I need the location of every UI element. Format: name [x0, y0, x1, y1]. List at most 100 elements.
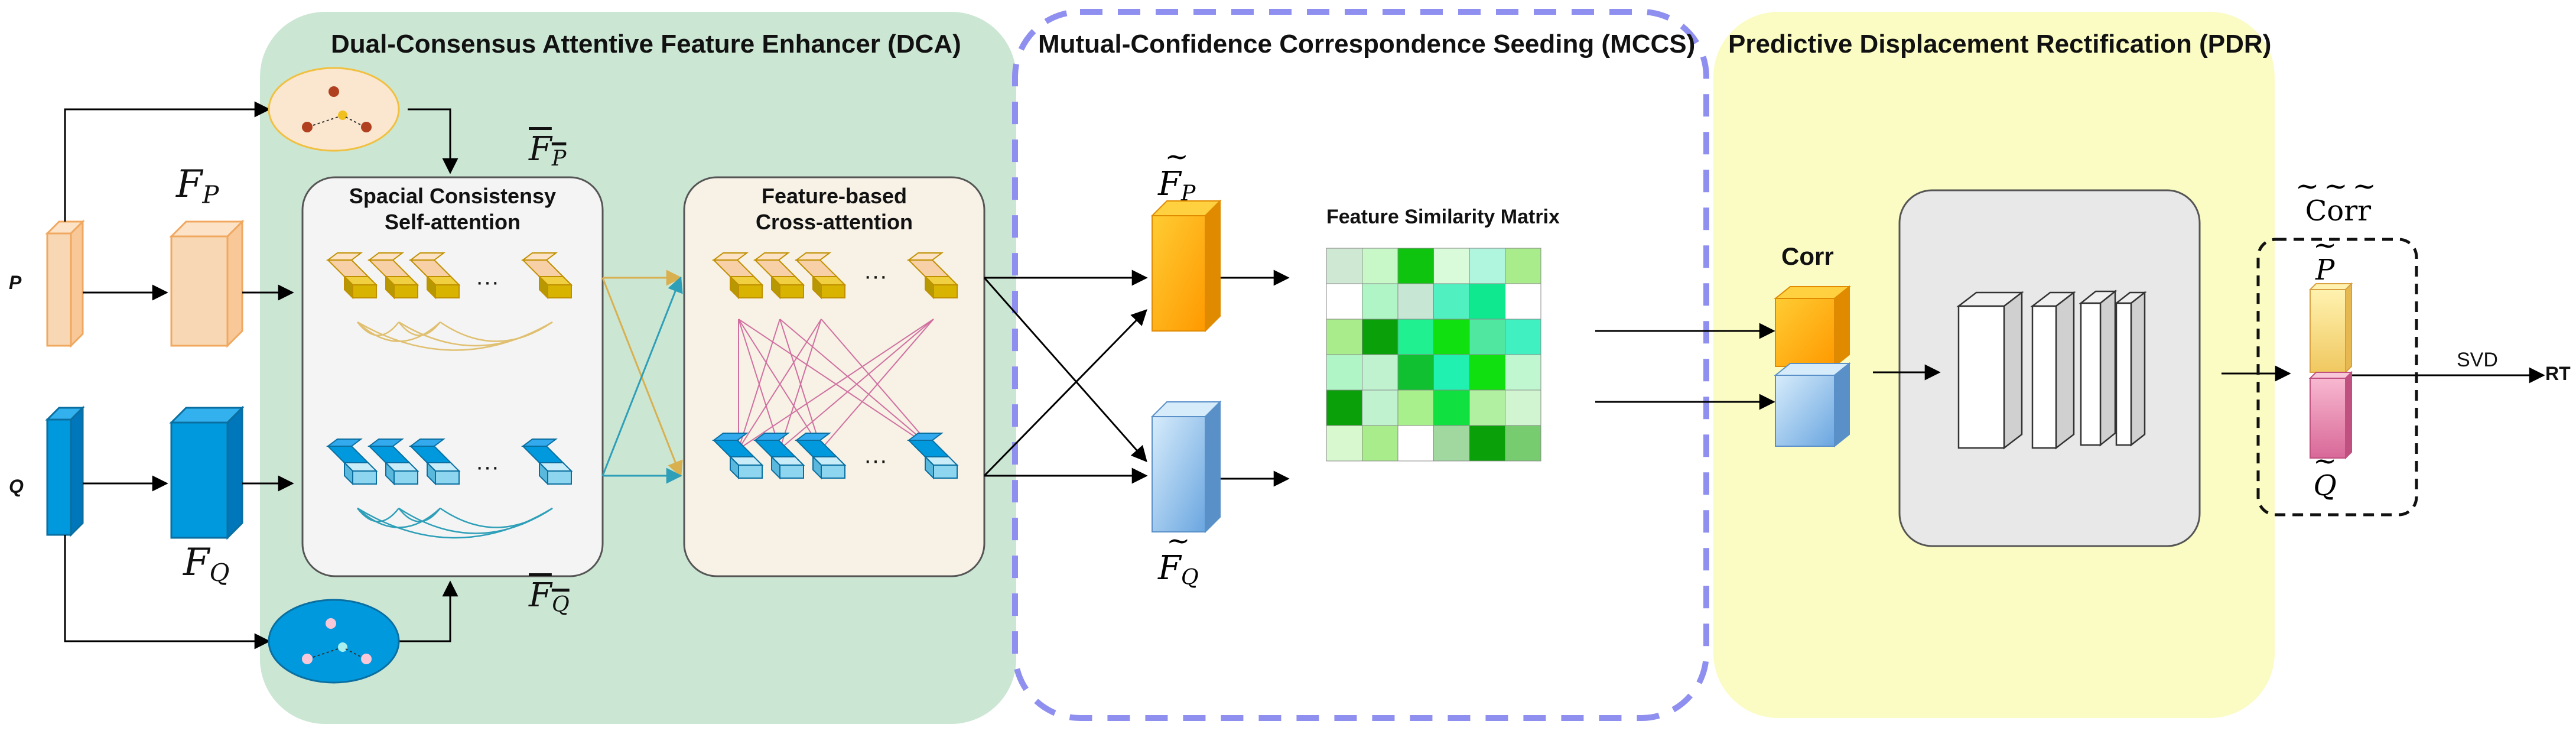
self-p-token	[367, 252, 419, 300]
similarity-cell	[1433, 425, 1470, 462]
self-q-dots: ···	[476, 454, 499, 480]
q-tilde-label: ~Q	[2313, 444, 2337, 502]
similarity-cell	[1505, 319, 1541, 355]
cross-q-token	[795, 433, 847, 480]
similarity-cell	[1397, 425, 1434, 462]
similarity-cell	[1397, 283, 1434, 320]
cross-q-token	[753, 433, 805, 480]
fq-tilde-block	[1150, 400, 1222, 534]
similarity-cell	[1362, 319, 1398, 355]
similarity-cell	[1326, 425, 1362, 462]
mccs-title: Mutual-Confidence Correspondence Seeding…	[1038, 30, 1696, 59]
input-p-label: P	[9, 272, 22, 293]
similarity-cell	[1505, 389, 1541, 426]
self-q-token	[326, 439, 378, 486]
p-tilde-label: ~P	[2313, 229, 2337, 287]
network-layers	[1956, 290, 2147, 450]
similarity-cell	[1469, 389, 1505, 426]
self-attention-p-arcs	[357, 321, 553, 351]
input-arrows	[64, 101, 458, 649]
similarity-cell	[1362, 248, 1398, 284]
q-consistency-ellipse	[268, 599, 400, 684]
similarity-cell	[1433, 283, 1470, 320]
self-to-cross-arrows	[601, 269, 683, 484]
fq-bar-label: FQ	[529, 576, 570, 618]
fp-label: FP	[176, 163, 219, 209]
similarity-cell	[1469, 319, 1505, 355]
similarity-cell	[1505, 283, 1541, 320]
fp-tilde-label: ~FP	[1158, 140, 1196, 206]
input-q-label: Q	[9, 476, 24, 497]
corr-tilde-label: ~~~Corr	[2295, 170, 2381, 228]
cross-attention-module	[683, 176, 985, 577]
self-q-token	[367, 439, 419, 486]
self-p-token	[521, 252, 573, 300]
similarity-cell	[1469, 248, 1505, 284]
similarity-cell	[1433, 319, 1470, 355]
cross-p-token	[907, 252, 959, 300]
mccs-section-border	[1012, 9, 1709, 721]
cross-q-token	[907, 433, 959, 480]
self-attention-module	[301, 176, 604, 577]
self-attention-q-arcs	[357, 507, 553, 539]
similarity-cell	[1326, 248, 1362, 284]
fp-feature-block	[169, 219, 245, 348]
pdr-arrows	[1873, 364, 2545, 384]
similarity-cell	[1469, 425, 1505, 462]
p-tilde-block	[2308, 282, 2353, 374]
cross-q-token	[712, 433, 764, 480]
input-p-block	[45, 219, 85, 348]
cross-p-token	[795, 252, 847, 300]
svd-label: SVD	[2457, 349, 2498, 371]
similarity-cell	[1362, 425, 1398, 462]
p-consistency-ellipse	[268, 67, 400, 152]
similarity-cell	[1326, 389, 1362, 426]
cross-q-dots: ···	[864, 447, 887, 473]
similarity-cell	[1326, 354, 1362, 391]
pdr-title: Predictive Displacement Rectification (P…	[1728, 30, 2272, 59]
self-p-token	[326, 252, 378, 300]
output-dashed-box	[2256, 238, 2418, 517]
similarity-cell	[1469, 354, 1505, 391]
rt-label: RT	[2545, 363, 2571, 384]
self-q-token	[409, 439, 461, 486]
similarity-cell	[1505, 425, 1541, 462]
similarity-cell	[1362, 283, 1398, 320]
similarity-matrix	[1326, 248, 1541, 462]
similarity-cell	[1397, 354, 1434, 391]
similarity-cell	[1362, 389, 1398, 426]
token-stacks	[326, 252, 959, 486]
similarity-title: Feature Similarity Matrix	[1326, 206, 1560, 228]
corr-cubes	[1774, 285, 1851, 448]
fq-feature-block	[169, 405, 245, 540]
corr-label: Corr	[1781, 242, 1834, 270]
self-q-token	[521, 439, 573, 486]
similarity-cell	[1433, 354, 1470, 391]
fq-tilde-label: ~FQ	[1158, 524, 1199, 590]
similarity-cell	[1505, 354, 1541, 391]
similarity-cell	[1397, 319, 1434, 355]
similarity-cell	[1469, 283, 1505, 320]
similarity-cell	[1326, 319, 1362, 355]
cross-attention-lines	[738, 319, 934, 450]
similarity-cell	[1433, 389, 1470, 426]
similarity-cell	[1397, 389, 1434, 426]
q-tilde-block	[2308, 371, 2353, 460]
input-q-block	[45, 405, 85, 537]
cross-to-mccs-arrows	[983, 269, 1775, 487]
self-p-token	[409, 252, 461, 300]
similarity-cell	[1397, 248, 1434, 284]
dca-title: Dual-Consensus Attentive Feature Enhance…	[331, 30, 961, 59]
cross-p-token	[712, 252, 764, 300]
similarity-cell	[1326, 283, 1362, 320]
cross-p-dots: ···	[864, 263, 887, 289]
fq-label: FQ	[183, 541, 230, 587]
similarity-cell	[1433, 248, 1470, 284]
similarity-cell	[1362, 354, 1398, 391]
fp-tilde-block	[1150, 199, 1222, 333]
self-p-dots: ···	[476, 269, 499, 295]
cross-p-token	[753, 252, 805, 300]
